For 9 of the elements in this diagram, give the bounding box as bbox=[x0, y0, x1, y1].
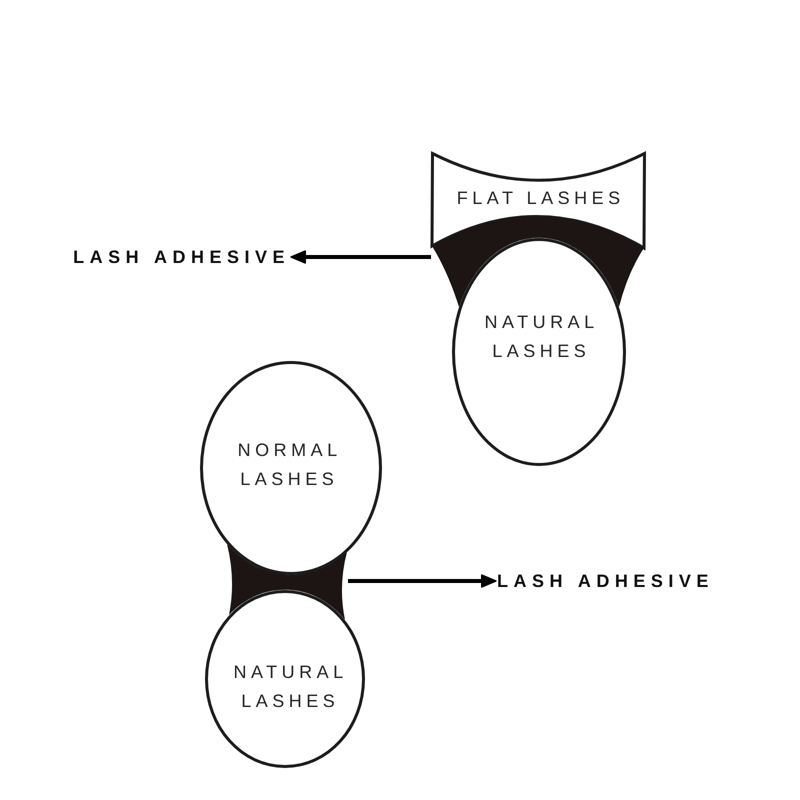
lash-type-label: NATURAL LASHES bbox=[483, 311, 598, 363]
lash-type-label: NATURAL LASHES bbox=[232, 661, 347, 713]
lash-type-label: NORMAL LASHES bbox=[236, 439, 341, 491]
callout-label: LASH ADHESIVE bbox=[73, 247, 290, 267]
adhesive-blob bbox=[226, 543, 348, 621]
lash-type-label: FLAT LASHES bbox=[456, 187, 625, 210]
callout-label: LASH ADHESIVE bbox=[497, 571, 714, 591]
flat-lash-shape bbox=[431, 152, 646, 249]
adhesive-blob bbox=[431, 215, 646, 308]
